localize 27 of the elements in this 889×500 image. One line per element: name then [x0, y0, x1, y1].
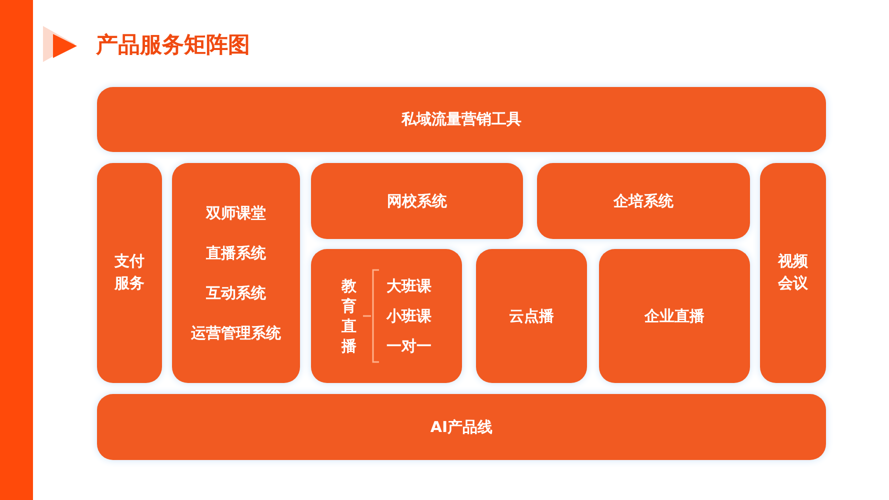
- list-item: 一对一: [386, 336, 432, 357]
- service-box: [97, 87, 826, 152]
- node-label: 云点播: [509, 306, 554, 327]
- node-label: 支付服务: [114, 251, 146, 294]
- title: 产品服务矩阵图: [96, 32, 250, 60]
- list-item: 运营管理系统: [191, 323, 281, 344]
- service-box: [97, 394, 826, 460]
- node-label: 网校系统: [387, 190, 447, 212]
- list-item: 互动系统: [206, 283, 266, 304]
- service-box: [599, 249, 750, 383]
- service-box: [760, 163, 826, 383]
- node-label: 企培系统: [614, 190, 674, 212]
- list-item: 小班课: [386, 306, 432, 327]
- node-label: 私域流量营销工具: [402, 109, 522, 130]
- service-box: [97, 163, 162, 383]
- vertical-label: 教育直播: [342, 276, 356, 356]
- node-label: 视频会议: [777, 251, 809, 294]
- service-box: [311, 249, 462, 383]
- list-item: 直播系统: [206, 243, 266, 264]
- list-item: 双师课堂: [206, 203, 266, 224]
- service-box: [537, 163, 750, 239]
- service-box: [311, 163, 523, 239]
- service-box: [476, 249, 587, 383]
- service-box: [172, 163, 300, 383]
- list-item: 大班课: [386, 276, 432, 297]
- node-label: 企业直播: [644, 306, 704, 327]
- node-label: AI产品线: [430, 416, 493, 438]
